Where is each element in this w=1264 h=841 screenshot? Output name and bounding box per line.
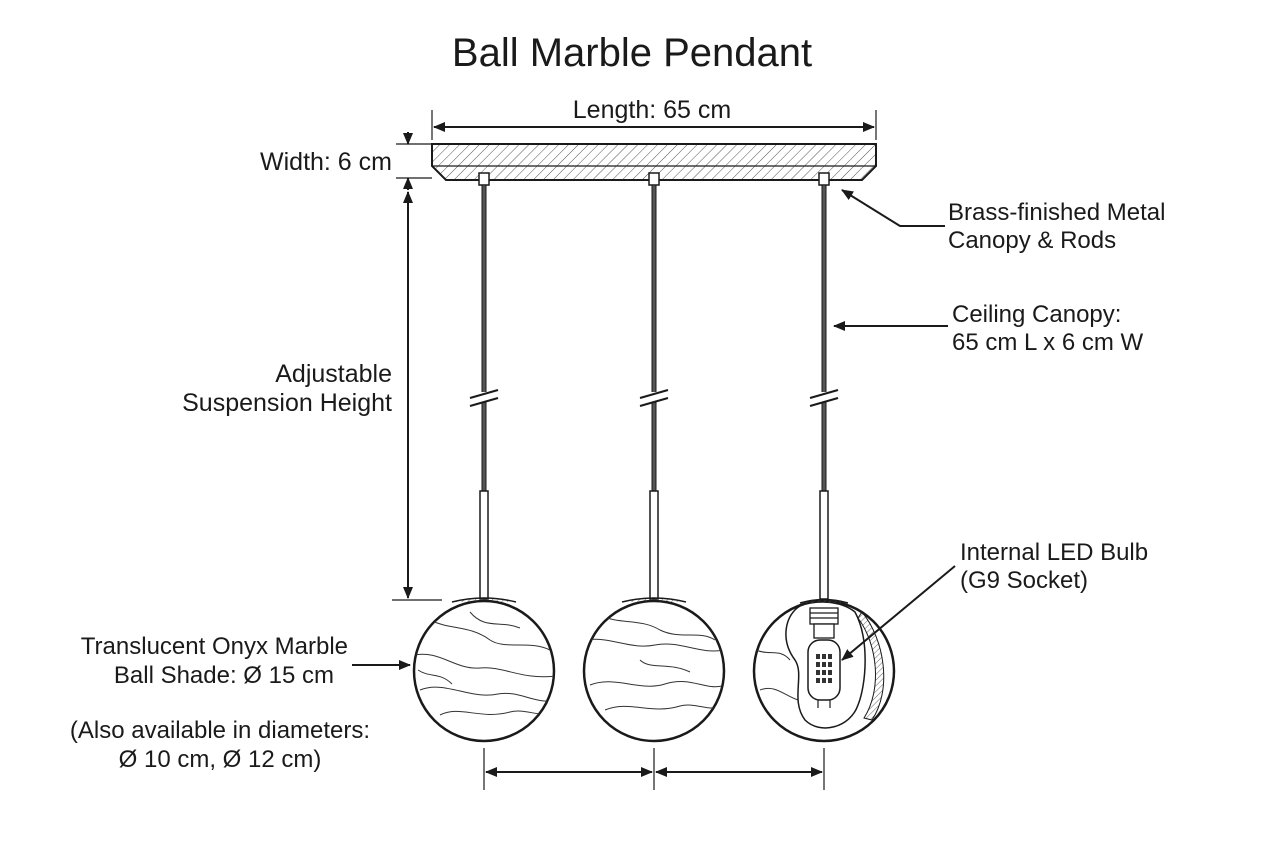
canopy-callout: Ceiling Canopy: 65 cm L x 6 cm W xyxy=(833,301,1143,356)
suspension-label-1: Adjustable xyxy=(275,360,392,388)
brass-callout: Brass-finished Metal Canopy & Rods xyxy=(841,189,1165,254)
length-label: Length: 65 cm xyxy=(573,96,731,124)
shade-label-2: Ball Shade: Ø 15 cm xyxy=(114,662,334,689)
pendant-1 xyxy=(412,172,556,743)
led-bulb-icon xyxy=(807,607,841,708)
led-label-1: Internal LED Bulb xyxy=(960,539,1148,566)
diagram-title: Ball Marble Pendant xyxy=(452,31,812,75)
width-dimension: Width: 6 cm xyxy=(260,132,432,190)
diameters-label-1: (Also available in diameters: xyxy=(70,717,370,744)
suspension-dimension: Adjustable Suspension Height xyxy=(182,191,442,601)
canopy-label-2: 65 cm L x 6 cm W xyxy=(952,329,1143,356)
canopy-label-1: Ceiling Canopy: xyxy=(952,301,1121,328)
diameters-label-2: Ø 10 cm, Ø 12 cm) xyxy=(119,746,322,773)
marble-ball-shade-icon xyxy=(412,599,556,743)
diameters-note: (Also available in diameters: Ø 10 cm, Ø… xyxy=(70,717,370,773)
shade-label-1: Translucent Onyx Marble xyxy=(81,633,348,660)
brass-label-2: Canopy & Rods xyxy=(948,227,1116,254)
shade-callout: Translucent Onyx Marble Ball Shade: Ø 15… xyxy=(81,633,411,689)
led-label-2: (G9 Socket) xyxy=(960,567,1088,594)
length-dimension: Length: 65 cm xyxy=(431,96,877,140)
spacing-dimension xyxy=(483,748,825,790)
marble-ball-shade-icon xyxy=(582,599,726,743)
canopy-bar xyxy=(431,143,877,181)
pendant-2 xyxy=(582,172,726,743)
width-label: Width: 6 cm xyxy=(260,148,392,176)
suspension-label-2: Suspension Height xyxy=(182,389,392,417)
pendant-3 xyxy=(752,172,896,743)
brass-label-1: Brass-finished Metal xyxy=(948,199,1165,226)
led-callout: Internal LED Bulb (G9 Socket) xyxy=(841,539,1148,661)
